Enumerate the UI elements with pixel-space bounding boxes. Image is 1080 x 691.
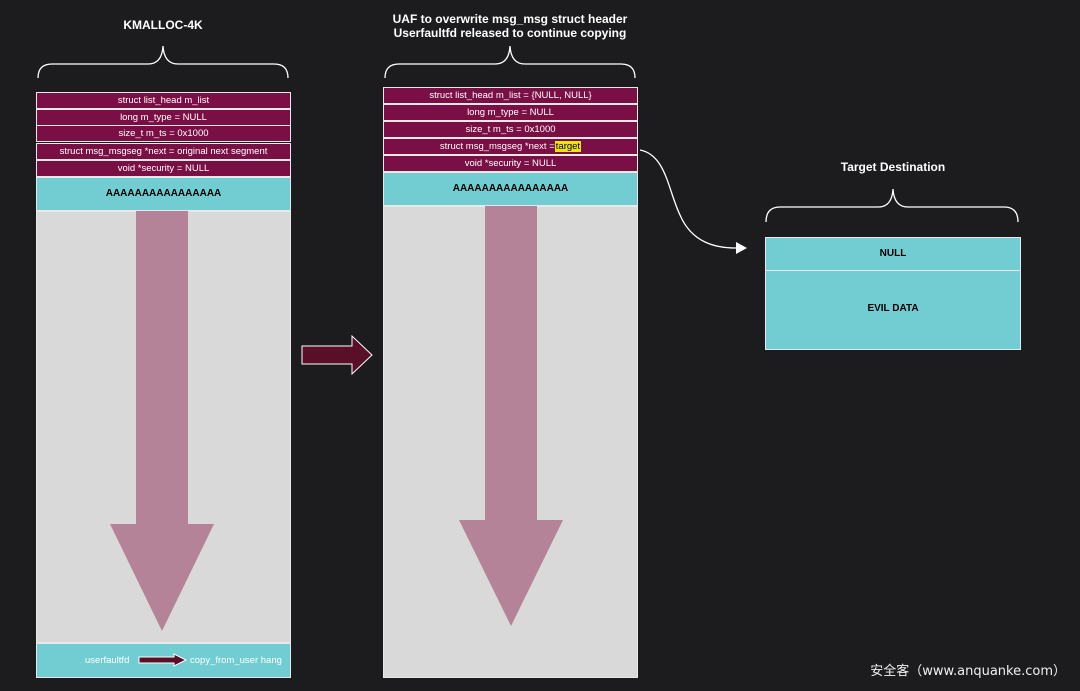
left-title: KMALLOC-4K [123, 18, 203, 32]
middle-field-security: void *security = NULL [383, 155, 638, 172]
middle-field-next: struct msg_msgseg *next =target [383, 138, 638, 155]
target-evil-data: EVIL DATA [765, 270, 1021, 350]
left-field-m-type: long m_type = NULL [36, 109, 291, 126]
middle-next-target-highlight: target [554, 141, 582, 152]
middle-data-row: AAAAAAAAAAAAAAAA [383, 172, 638, 206]
left-brace [37, 45, 289, 79]
target-title: Target Destination [840, 160, 946, 174]
left-field-m-ts: size_t m_ts = 0x1000 [36, 125, 291, 142]
target-brace [765, 188, 1019, 223]
left-field-m-list: struct list_head m_list [36, 92, 291, 109]
left-field-security: void *security = NULL [36, 160, 291, 177]
left-flow-arrow [110, 211, 214, 631]
middle-title-line2: Userfaultfd released to continue copying [393, 26, 627, 40]
middle-next-prefix: struct msg_msgseg *next = [439, 141, 555, 152]
pointer-curve-arrow [639, 149, 747, 254]
left-footer-userfaultfd: userfaultfd [85, 655, 130, 666]
target-null-row: NULL [765, 237, 1021, 271]
left-data-row: AAAAAAAAAAAAAAAA [36, 177, 291, 211]
middle-field-m-ts: size_t m_ts = 0x1000 [383, 121, 638, 138]
middle-field-m-list: struct list_head m_list = {NULL, NULL} [383, 87, 638, 104]
middle-flow-arrow [459, 206, 563, 626]
middle-title-line1: UAF to overwrite msg_msg struct header [392, 12, 628, 26]
left-footer-copy-from-user: copy_from_user hang [190, 655, 282, 666]
left-field-next: struct msg_msgseg *next = original next … [36, 143, 291, 160]
middle-brace [384, 45, 636, 79]
middle-field-m-type: long m_type = NULL [383, 104, 638, 121]
watermark: 安全客（www.anquanke.com） [870, 664, 1066, 679]
left-footer-arrow-icon [138, 653, 188, 667]
transition-arrow-icon [301, 334, 373, 376]
